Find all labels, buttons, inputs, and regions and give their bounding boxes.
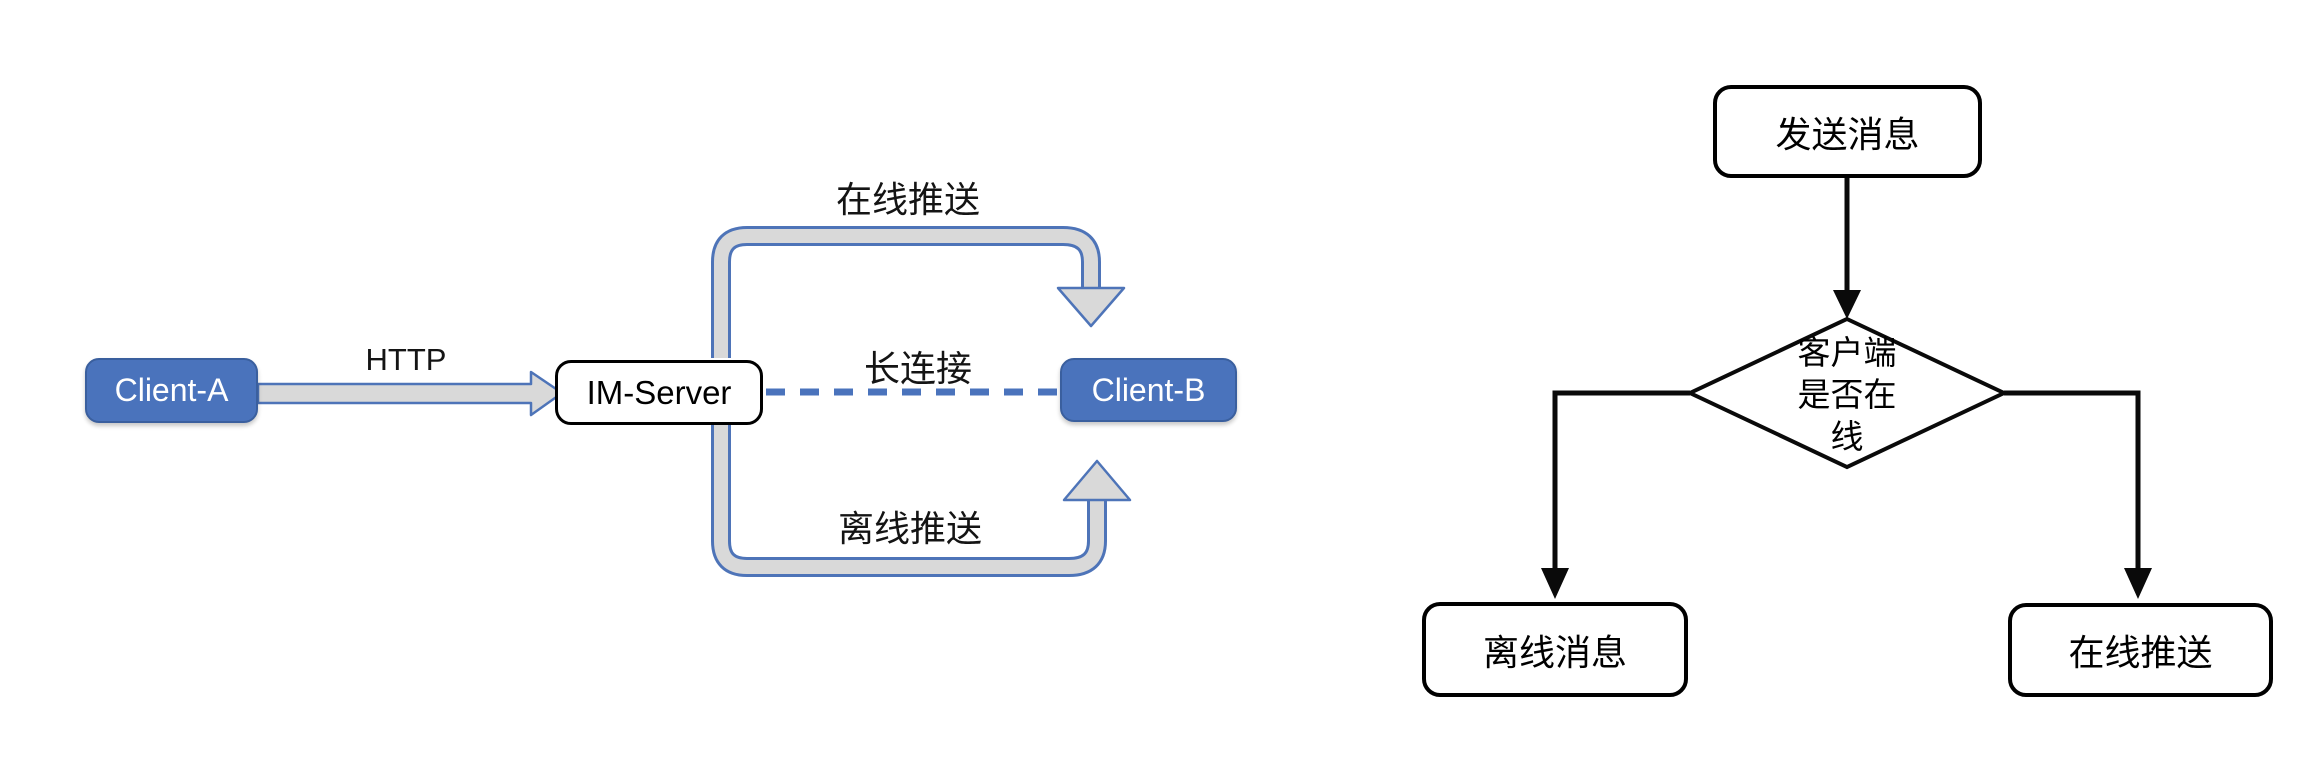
online-push-pipe [714, 229, 1098, 358]
flow-node-decision-label: 客户端 是否在 线 [1757, 332, 1937, 458]
flow-node-offline-message: 离线消息 [1422, 602, 1688, 697]
flow-node-send-message: 发送消息 [1713, 85, 1982, 178]
flow-branch-offline [1552, 390, 1690, 570]
node-client-a-label: Client-A [114, 372, 229, 408]
flow-node-send-message-label: 发送消息 [1775, 113, 1920, 155]
flow-node-online-push-label: 在线推送 [2068, 632, 2213, 673]
edge-label-offline-push: 离线推送 [837, 508, 982, 549]
online-push-arrowhead [1056, 286, 1126, 328]
decision-diamond [1685, 316, 2009, 470]
flow-branch-online [2004, 390, 2141, 570]
http-request-arrow [256, 370, 564, 417]
node-client-b: Client-B [1060, 358, 1237, 422]
flow-arrowhead-decision [1833, 290, 1861, 319]
flow-node-online-push: 在线推送 [2008, 603, 2273, 697]
offline-push-pipe [714, 425, 1104, 574]
edge-label-online-push: 在线推送 [835, 179, 980, 220]
decision-line-1: 客户端 [1797, 334, 1897, 371]
node-client-a: Client-A [85, 358, 258, 423]
edge-label-long-connection: 长连接 [863, 348, 972, 389]
node-im-server-label: IM-Server [586, 373, 732, 411]
decision-line-3: 线 [1830, 418, 1864, 455]
edge-label-http: HTTP [365, 342, 447, 377]
flow-arrowhead-offline [1541, 568, 1569, 599]
decision-line-2: 是否在 [1797, 376, 1897, 413]
offline-push-arrowhead [1062, 459, 1132, 502]
node-im-server: IM-Server [555, 360, 763, 425]
node-client-b-label: Client-B [1091, 371, 1206, 408]
flow-node-offline-message-label: 离线消息 [1482, 631, 1627, 673]
flow-arrowhead-online [2124, 568, 2152, 599]
